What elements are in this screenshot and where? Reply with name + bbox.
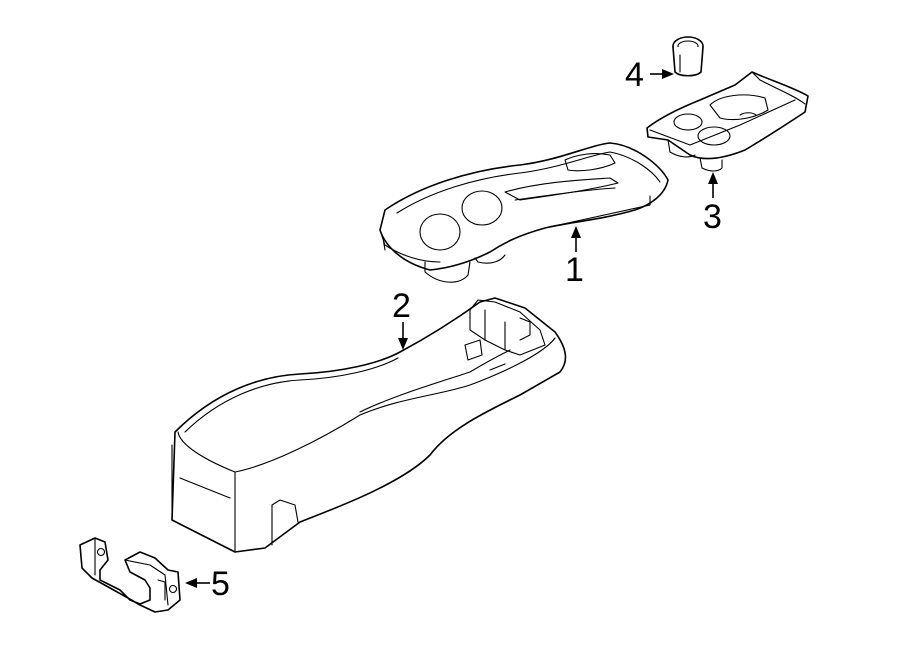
part-3-cup-holder-insert [646, 71, 809, 172]
callout-3: 3 [703, 172, 722, 236]
callout-2-label: 2 [392, 287, 411, 325]
callout-5-label: 5 [211, 565, 230, 603]
callout-2: 2 [392, 287, 411, 350]
callout-5: 5 [185, 565, 230, 603]
part-4-cup-insert [672, 36, 704, 77]
part-5-bracket [79, 537, 181, 613]
part-2-console-base [171, 297, 567, 553]
callout-4: 4 [625, 56, 674, 94]
callout-1: 1 [565, 226, 584, 289]
part-1-console-top [379, 142, 669, 283]
callout-4-label: 4 [625, 56, 644, 94]
callout-1-label: 1 [565, 251, 584, 289]
callout-3-label: 3 [703, 198, 722, 236]
